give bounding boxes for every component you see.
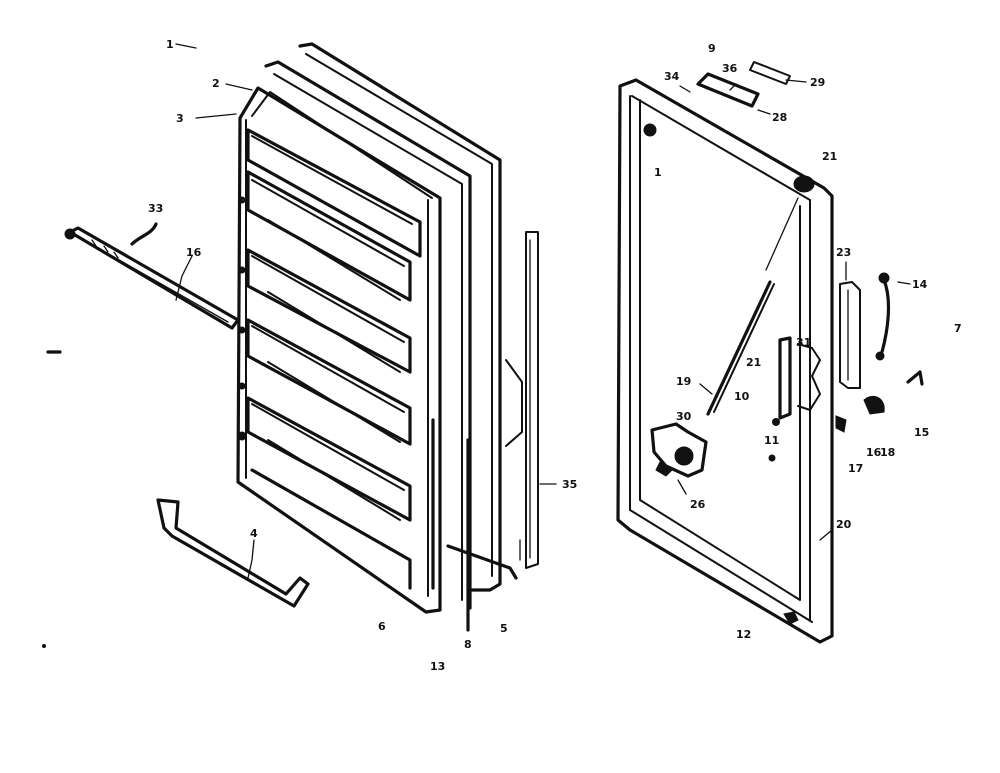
callout-26: 26 [690,498,706,511]
callout-5: 5 [500,622,508,635]
callout-33: 33 [148,202,163,215]
callout-15: 15 [914,426,929,439]
latch-plate [772,336,821,426]
callout-19: 19 [676,375,691,388]
spring-clip [906,370,924,386]
callout-14: 14 [912,278,928,291]
callout-1a: 1 [166,38,174,51]
callout-16b: 16 [866,446,882,459]
top-handle-parts [679,61,791,108]
door-gasket [298,42,502,592]
leader-lines [175,79,911,579]
callout-35: 35 [562,478,577,491]
callout-16: 16 [186,246,202,259]
dot-mark [42,644,46,648]
callout-3a: 3 [176,112,184,125]
hinge-pin [835,415,847,433]
callout-21b: 21 [746,356,761,369]
data-plate [650,422,708,478]
outer-door-panel [616,78,834,644]
callout-28: 28 [772,111,787,124]
bottom-hinge-bushing [783,611,799,625]
callout-6: 6 [378,620,386,633]
shelf-bar [64,226,240,330]
callout-34: 34 [664,70,680,83]
bottom-support-bracket [156,498,310,608]
callout-13: 13 [430,660,445,673]
inner-door-liner [236,86,442,614]
callout-10: 10 [734,390,750,403]
screw-33 [130,222,158,246]
callout-2a: 2 [212,77,220,90]
callout-20: 20 [836,518,852,531]
callout-9: 9 [708,42,716,55]
callout-29: 29 [810,76,825,89]
screw-11 [768,454,776,462]
callout-23: 23 [836,246,851,259]
callout-1b: 1 [654,166,662,179]
hinge-cam [863,396,885,415]
seal-retainer-strip [505,231,539,569]
callout-30: 30 [676,410,692,423]
callout-31: 31 [796,336,811,349]
callout-18: 18 [880,446,895,459]
side-handle [839,272,891,389]
callout-17: 17 [848,462,863,475]
callout-21: 21 [822,150,837,163]
callout-4: 4 [250,527,258,540]
callout-12: 12 [736,628,751,641]
callout-11: 11 [764,434,779,447]
callout-8: 8 [464,638,472,651]
callout-36: 36 [722,62,738,75]
callout-7: 7 [954,322,962,335]
door-spring-rod [706,280,772,416]
